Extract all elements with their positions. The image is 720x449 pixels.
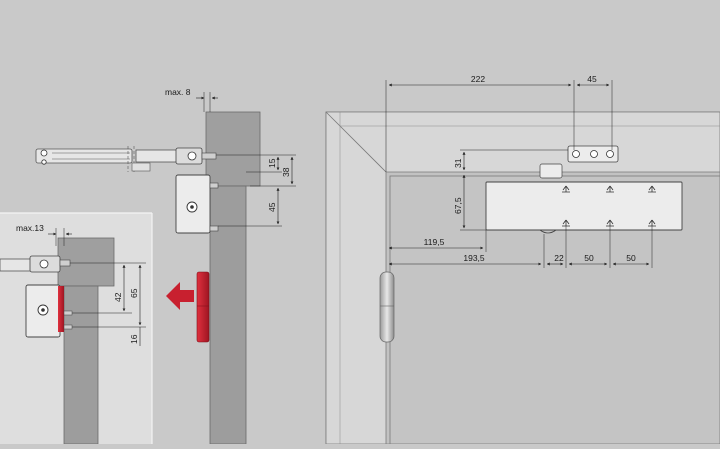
side-dim-arm-total: 38 [281,167,291,177]
front-view: 222 45 31 67,5 119,5 193,5 22 50 50 [325,74,720,445]
inset-dim-lower: 16 [129,334,139,344]
front-dim-spacing-b: 50 [584,253,594,263]
front-dim-vertical-lower: 67,5 [453,197,463,214]
front-dim-top-total: 222 [471,74,485,84]
inset-view: max.13 42 65 16 [0,212,153,445]
front-dim-vertical-upper: 31 [453,158,463,168]
closer-body-front [485,181,683,231]
arm-bracket [539,145,619,179]
hinge-icon [379,271,395,343]
inset-dim-total: 65 [129,288,139,298]
mounting-plate-red [196,271,210,343]
side-dim-body-height: 45 [267,202,277,212]
door-leaf-section [209,185,247,445]
inset-door-leaf [63,285,99,445]
arrow-left-icon [166,282,194,310]
inset-dim-upper: 42 [113,292,123,302]
side-max-offset-label: max. 8 [165,87,191,97]
arm-rail [35,146,217,172]
front-dim-spacing-c: 50 [626,253,636,263]
side-view: max. 8 15 38 45 [35,87,296,445]
frame-header-block [205,111,261,187]
side-dim-arm-height: 15 [267,158,277,168]
inset-max-offset-label: max.13 [16,223,44,233]
front-dim-spacing-a: 22 [554,253,564,263]
inset-red-plate [58,286,64,332]
closer-body-side [175,174,219,234]
front-dim-horizontal-inner: 119,5 [424,237,445,247]
front-dim-horizontal-outer: 193,5 [463,253,485,263]
front-dim-top-right: 45 [587,74,597,84]
